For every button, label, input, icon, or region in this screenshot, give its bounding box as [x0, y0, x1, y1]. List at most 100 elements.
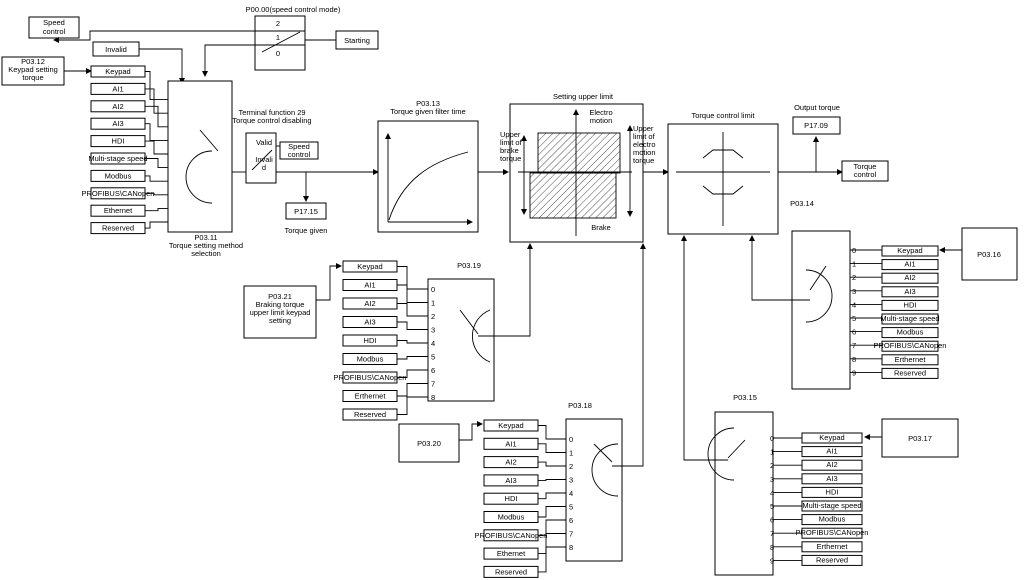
p0315-label: P03.15 — [733, 393, 757, 402]
p0314-input-number: 8 — [852, 355, 856, 364]
p0314-source-label: AI2 — [904, 273, 915, 282]
p0315-input-number: 3 — [770, 475, 774, 484]
brake-label: Brake — [591, 223, 611, 232]
p0314-input-number: 4 — [852, 300, 856, 309]
p0319-input-number: 1 — [431, 299, 435, 308]
p0318-source-label: Reserved — [495, 567, 527, 576]
p0315-input-number: 6 — [770, 516, 774, 525]
p0321-box — [243, 285, 317, 339]
p0320-label: P03.20 — [417, 439, 441, 448]
p0319-source-label: AI1 — [364, 281, 375, 290]
p0319-input-number: 7 — [431, 380, 435, 389]
p0318-source-label: HDI — [505, 494, 518, 503]
p0319-input-number: 5 — [431, 353, 435, 362]
p0314-input-number: 2 — [852, 273, 856, 282]
p0311-source-label: AI3 — [112, 119, 123, 128]
p0314-source-label: Modbus — [897, 328, 924, 337]
p0314-source-label: Erthernet — [895, 355, 927, 364]
brake-region — [529, 172, 617, 219]
starting-label: Starting — [344, 36, 370, 45]
p0319-selector-arc — [471, 309, 491, 363]
invalid-label: Invalid — [105, 45, 127, 54]
p0311-source-label: HDI — [112, 137, 125, 146]
p0319-source-label: Modbus — [357, 355, 384, 364]
p0311-selector-arc — [185, 150, 213, 204]
p0311-source-label: Reserved — [102, 224, 134, 233]
p0315-input-number: 8 — [770, 543, 774, 552]
p0319-input-number: 6 — [431, 366, 435, 375]
p0312-box — [1, 56, 65, 86]
p0315-source-label: Modbus — [819, 515, 846, 524]
p0316-label: P03.16 — [977, 250, 1001, 259]
terminal-valid-label: Valid — [256, 138, 272, 147]
p0319-source-label: PROFIBUS\CANopen — [334, 373, 407, 382]
p1709-box — [792, 116, 841, 135]
p0315-input-number: 7 — [770, 529, 774, 538]
p0319-source-label: Erthernet — [355, 392, 387, 401]
p0319-selector-box — [427, 278, 495, 402]
p0314-selector-box — [791, 230, 851, 390]
p0316-box — [961, 227, 1018, 281]
p0318-input-number: 2 — [569, 462, 573, 471]
p0311-source-label: Keypad — [105, 67, 130, 76]
p0318-selector-box — [565, 418, 623, 562]
torque-given-label: Torque given — [285, 226, 328, 235]
filter-block — [377, 120, 479, 233]
torque-control-limit-label: Torque control limit — [692, 111, 756, 120]
p0315-input-number: 9 — [770, 556, 774, 565]
p0311-source-label: Ethernet — [104, 206, 133, 215]
p0315-input-number: 4 — [770, 488, 774, 497]
p0319-source-label: Keypad — [357, 262, 382, 271]
p0318-source-label: Ethernet — [497, 549, 526, 558]
filter-curve — [388, 151, 469, 221]
p0314-input-number: 7 — [852, 341, 856, 350]
mode-option-1: 1 — [276, 33, 280, 42]
p0311-source-label: Modbus — [105, 171, 132, 180]
p0314-source-label: Multi-stage speed — [880, 314, 939, 323]
p0320-box — [398, 423, 460, 463]
p0318-source-label: AI1 — [505, 439, 516, 448]
p0318-selector-arc — [591, 443, 619, 497]
p0319-source-label: HDI — [364, 336, 377, 345]
p0311-source-label: PROFIBUS\CANopen — [82, 189, 155, 198]
electro-motion-region — [537, 132, 621, 174]
p0315-source-label: PROFIBUS\CANopen — [796, 528, 869, 537]
p0319-source-label: AI2 — [364, 299, 375, 308]
p0314-source-label: HDI — [904, 300, 917, 309]
p0318-input-number: 5 — [569, 503, 573, 512]
p0318-input-number: 1 — [569, 449, 573, 458]
p0319-input-number: 0 — [431, 285, 435, 294]
p0319-label: P03.19 — [457, 261, 481, 270]
p0318-source-label: AI2 — [505, 458, 516, 467]
p0315-source-label: AI2 — [826, 460, 837, 469]
output-torque-label: Output torque — [794, 103, 840, 112]
p0318-input-number: 7 — [569, 530, 573, 539]
p0314-selector-arc — [805, 269, 833, 323]
p0314-input-number: 3 — [852, 287, 856, 296]
p0319-input-number: 3 — [431, 326, 435, 335]
p0314-label: P03.14 — [790, 199, 814, 208]
p0315-source-label: Multi-stage speed — [802, 501, 861, 510]
mode-option-0: 0 — [276, 49, 280, 58]
terminal-switch-box — [245, 132, 277, 184]
p0314-source-label: AI1 — [904, 260, 915, 269]
p0315-input-number: 2 — [770, 461, 774, 470]
p0318-input-number: 0 — [569, 435, 573, 444]
p1709-label: P17.09 — [804, 121, 828, 130]
p0315-source-label: HDI — [826, 487, 839, 496]
